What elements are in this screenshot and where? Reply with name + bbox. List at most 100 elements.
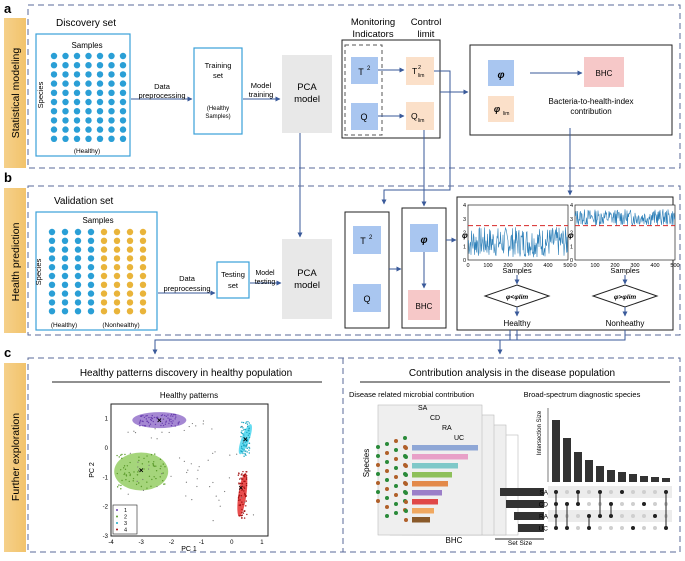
species-marker — [385, 478, 389, 482]
pca-point — [150, 419, 153, 422]
pca-point — [171, 422, 173, 424]
sample-dot — [126, 246, 134, 253]
pca-point — [242, 474, 245, 477]
pca-point — [183, 460, 185, 462]
pca-point — [240, 450, 242, 452]
pca-point — [141, 463, 144, 465]
sample-dot — [96, 108, 104, 115]
b-bhc-text: BHC — [416, 302, 433, 311]
sample-dot — [85, 108, 92, 115]
pca-point — [150, 454, 153, 456]
pca-point — [135, 483, 138, 486]
sample-dot — [62, 71, 69, 78]
pca-point — [239, 478, 241, 480]
b-healthy-label: (Healthy) — [51, 322, 77, 329]
species-marker — [385, 460, 389, 464]
intersection-bar — [640, 476, 648, 482]
sample-dot — [73, 126, 81, 133]
pca-point — [128, 471, 130, 474]
pca-point — [241, 489, 243, 492]
pca-point — [159, 476, 161, 478]
phi-series — [574, 209, 676, 227]
pca-point — [153, 416, 156, 419]
intersection-bar — [607, 470, 615, 482]
sample-dot — [87, 255, 95, 262]
sample-dot — [126, 255, 134, 262]
y-tick-label: 0 — [570, 258, 573, 264]
sample-dot — [113, 228, 121, 236]
pca-point — [243, 486, 245, 488]
pca-point — [127, 493, 129, 495]
sample-dot — [73, 71, 81, 78]
intersection-bar — [662, 478, 670, 482]
x-tick-label: 500 — [670, 263, 679, 269]
b-testing-line2: set — [228, 281, 239, 290]
sample-dot — [74, 308, 82, 315]
sample-dot — [108, 61, 115, 69]
a-control-line2: limit — [418, 29, 435, 40]
sample-dot — [100, 299, 108, 306]
legend-marker — [116, 522, 118, 524]
panel-b-sidebar — [4, 188, 26, 333]
pca-point — [164, 414, 166, 417]
pca-point — [240, 435, 242, 438]
sample-dot — [119, 71, 127, 78]
a-qlim-box — [406, 102, 434, 130]
pca-point — [133, 430, 135, 432]
pca-point — [161, 431, 163, 433]
sample-dot — [113, 255, 121, 262]
pca-point — [143, 468, 145, 470]
b-bhc-box — [408, 290, 440, 320]
pca-point — [175, 416, 177, 418]
matrix-dot — [642, 502, 646, 506]
species-marker — [376, 481, 380, 485]
sample-dot — [74, 272, 82, 280]
pca-point — [120, 488, 122, 490]
pca-point — [140, 415, 143, 417]
a-philim-sub: lim — [503, 111, 509, 117]
pca-point — [241, 433, 244, 435]
pca-point — [172, 413, 175, 416]
pca-point — [144, 425, 147, 427]
matrix-dot — [609, 490, 613, 494]
pca-point — [139, 421, 141, 423]
species-marker — [394, 484, 398, 488]
sample-dot — [85, 80, 92, 87]
sample-dot — [48, 246, 56, 253]
b-pca-line1: PCA — [297, 268, 317, 279]
pca-point — [155, 465, 157, 467]
bhc-bar — [412, 481, 448, 487]
pca-point — [244, 441, 247, 443]
sample-dot — [73, 52, 81, 60]
sample-dot — [85, 71, 92, 78]
pca-point — [164, 423, 167, 425]
y-tick-label: 3 — [570, 217, 573, 223]
pca-point — [219, 505, 221, 507]
sample-dot — [87, 290, 95, 297]
pca-point — [174, 418, 176, 420]
b-to-c-mid-arrow — [497, 330, 511, 355]
pca-point — [187, 469, 189, 471]
species-marker — [394, 502, 398, 506]
species-marker — [394, 439, 398, 443]
sample-dot — [62, 98, 69, 106]
sample-dot — [108, 52, 115, 60]
y-tick-label: 1 — [463, 244, 466, 250]
pca-point — [164, 466, 166, 468]
sample-dot — [119, 89, 127, 97]
pca-point — [120, 484, 122, 487]
pca-point — [248, 427, 250, 429]
pca-point — [218, 499, 220, 501]
sample-dot — [85, 117, 92, 124]
panel-b-frame — [27, 185, 681, 336]
sample-dot — [100, 237, 108, 244]
sample-dot — [113, 237, 121, 244]
sample-dot — [126, 290, 134, 297]
sample-dot — [119, 61, 127, 69]
sample-dot — [87, 308, 95, 315]
sample-dot — [62, 52, 69, 60]
a-to-b-t2lim-arrow — [381, 70, 451, 205]
pca-point — [165, 415, 168, 418]
sample-dot — [126, 228, 134, 236]
x-tick-label: 100 — [483, 263, 492, 269]
